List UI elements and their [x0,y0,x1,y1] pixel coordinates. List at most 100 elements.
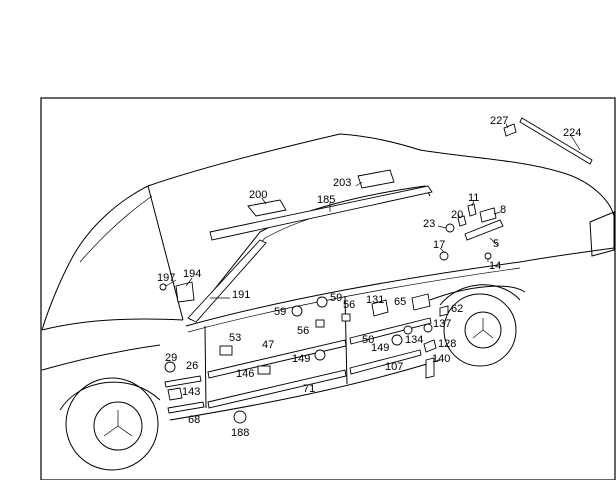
diagram-frame [40,97,616,480]
door-strip-71 [207,369,347,409]
trunk-line [419,149,615,217]
clip-53 [219,345,233,356]
screw-17 [439,251,449,261]
callout-68: 68 [188,414,200,426]
clip-143 [167,387,183,401]
hood-edge [41,318,184,331]
bolt-59b [316,296,328,308]
bolt-149a [314,349,326,361]
callout-26: 26 [186,360,198,372]
leader-lines [165,123,581,299]
callout-50: 50 [362,334,374,346]
clip-200 [247,199,287,217]
callout-20: 20 [451,209,463,221]
bolt-59a [291,305,303,317]
front-hub [93,401,143,451]
windshield-inner [79,195,153,263]
door-divider [344,295,348,385]
bracket-65 [411,293,431,311]
clip-11 [467,203,477,217]
callout-47: 47 [262,339,274,351]
front-wheel-arch [59,381,161,411]
clip-203 [357,169,395,189]
callout-131: 131 [366,294,384,306]
rear-fender [429,285,526,301]
clip-62 [439,305,449,317]
callout-197: 197 [157,272,175,284]
rear-wheel [443,293,517,367]
clip-56b [341,313,351,322]
clip-20 [457,215,467,227]
rear-hub [464,311,502,349]
door-strip-50 [349,317,432,345]
screw-140 [425,357,435,379]
clip-137 [423,323,433,333]
clip-146 [257,365,271,375]
car-body [41,133,615,471]
roof-line [147,133,421,187]
callout-14: 14 [489,260,501,272]
door-strip-47 [207,339,347,379]
callout-56a: 56 [297,325,309,337]
callout-194: 194 [183,268,201,280]
callout-134: 134 [405,334,423,346]
callout-5: 5 [493,238,499,250]
callout-200: 200 [249,189,267,201]
callout-188: 188 [231,427,249,439]
callout-59b: 59 [330,292,342,304]
tail-light [589,211,615,257]
callout-8: 8 [500,204,506,216]
windshield-top [71,185,149,259]
rocker-line [169,359,441,421]
callout-191: 191 [232,289,250,301]
callout-140: 140 [432,353,450,365]
callout-146: 146 [236,368,254,380]
clip-134 [403,325,413,335]
plug-14 [484,252,492,260]
clip-8 [479,207,497,223]
callout-227: 227 [490,115,508,127]
trim-strips [164,117,593,414]
callouts: 227 224 200 203 185 11 8 23 20 5 17 14 1… [157,115,581,439]
belt-line-inner [187,267,521,333]
bolt-149b [391,334,403,346]
callout-17: 17 [433,239,445,251]
callout-185: 185 [317,194,335,206]
callout-149b: 149 [371,342,389,354]
bracket-131 [371,299,389,317]
trunk-trim-5 [464,219,504,241]
door-strip-107 [349,349,422,375]
rear-deck [519,247,615,263]
callout-56b: 56 [343,299,355,311]
callout-128: 128 [438,338,456,350]
clip-128 [423,339,437,353]
fender-strip-26 [164,375,202,388]
hood-front [41,257,73,331]
callout-53: 53 [229,332,241,344]
rear-hub-star [472,318,494,339]
callout-137: 137 [433,318,451,330]
cap-29 [164,361,176,373]
callout-65: 65 [394,296,406,308]
front-door-edge [204,325,207,409]
small-parts [159,123,517,424]
front-fender-top [41,344,161,371]
plug-188 [233,410,247,424]
callout-11: 11 [468,192,479,204]
callout-107: 107 [385,361,403,373]
callout-149a: 149 [292,353,310,365]
bracket-194 [175,281,195,303]
callout-23: 23 [423,218,435,230]
pillar-strip-191 [187,239,267,323]
clip-56a [315,319,325,328]
front-hub-star [103,410,133,437]
callout-62: 62 [451,303,463,315]
rear-wheel-arch [439,284,521,306]
fender-strip-68 [167,401,205,414]
callout-71: 71 [303,383,315,395]
callout-29: 29 [165,352,177,364]
clip-227 [503,123,517,137]
roof-strip-185 [209,185,433,241]
belt-line [185,261,521,327]
